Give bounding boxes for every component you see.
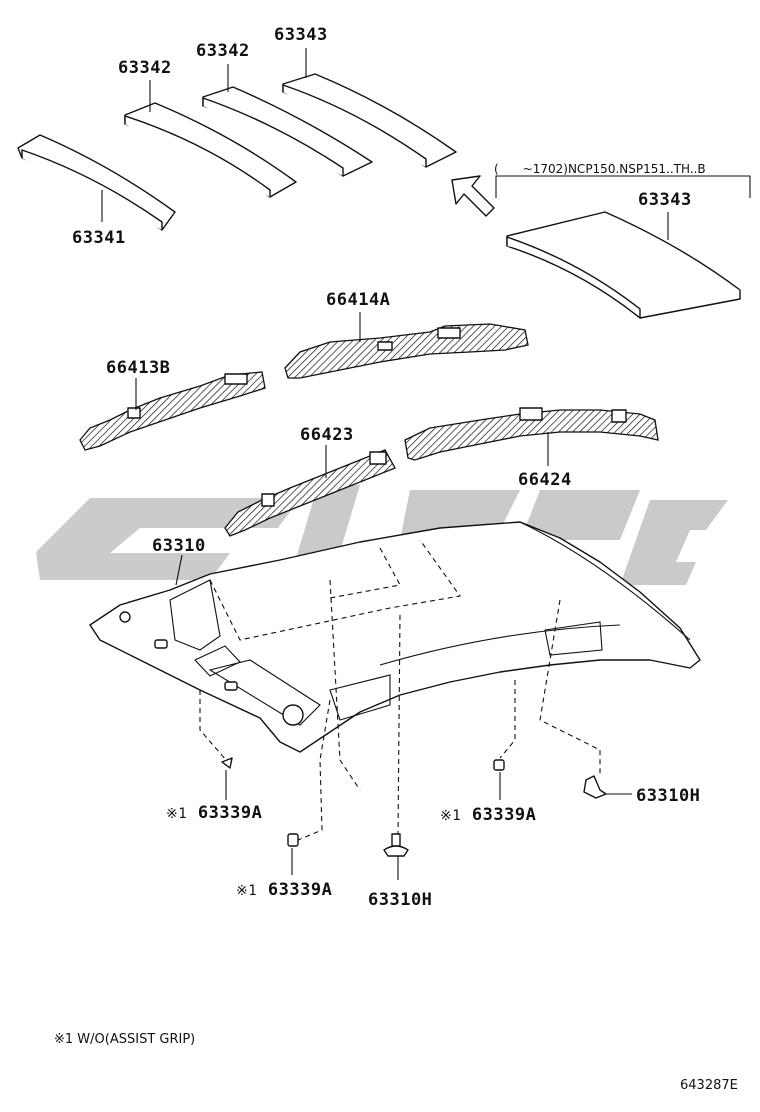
label-66413b: 66413B — [106, 358, 171, 378]
note-mark: ※1 — [236, 883, 258, 899]
label-63342-left: 63342 — [118, 58, 172, 78]
label-63341: 63341 — [72, 228, 126, 248]
variant-note: ( ~1702)NCP150.NSP151..TH..B — [494, 162, 706, 176]
label-63310h-right: 63310H — [636, 786, 701, 806]
part-63341 — [17, 134, 176, 231]
part-63343-upper — [282, 73, 457, 168]
part-63343-lower — [506, 211, 741, 319]
note-mark: ※1 — [440, 808, 462, 824]
label-63310h-mid: 63310H — [368, 890, 433, 910]
part-66423 — [224, 449, 396, 537]
clip-63339a-left — [221, 757, 233, 769]
part-63310-headliner — [89, 521, 701, 753]
label-66423: 66423 — [300, 425, 354, 445]
label-63343-lower: 63343 — [638, 190, 692, 210]
label-63343-upper: 63343 — [274, 25, 328, 45]
label-63310: 63310 — [152, 536, 206, 556]
clip-63310h-mid — [383, 833, 409, 857]
label-63339a-right: ※1 63339A — [440, 805, 537, 825]
label-66414a: 66414A — [326, 290, 391, 310]
part-63342-left — [124, 102, 297, 198]
label-66424: 66424 — [518, 470, 572, 490]
part-66414a — [284, 323, 529, 379]
direction-arrow — [451, 175, 495, 217]
note-mark: ※1 — [166, 806, 188, 822]
footnote: ※1 W/O(ASSIST GRIP) — [54, 1032, 196, 1047]
label-63339a-mid: ※1 63339A — [236, 880, 333, 900]
part-66413b — [79, 371, 266, 451]
clip-63310h-right — [583, 775, 607, 799]
diagram-code: 643287E — [680, 1078, 738, 1093]
variant-bracket — [495, 175, 751, 198]
clip-63339a-mid — [287, 833, 299, 847]
part-63342-right — [202, 86, 373, 177]
part-66424 — [404, 407, 659, 461]
clip-63339a-right — [493, 759, 505, 771]
label-63339a-left: ※1 63339A — [166, 803, 263, 823]
label-63342-right: 63342 — [196, 41, 250, 61]
